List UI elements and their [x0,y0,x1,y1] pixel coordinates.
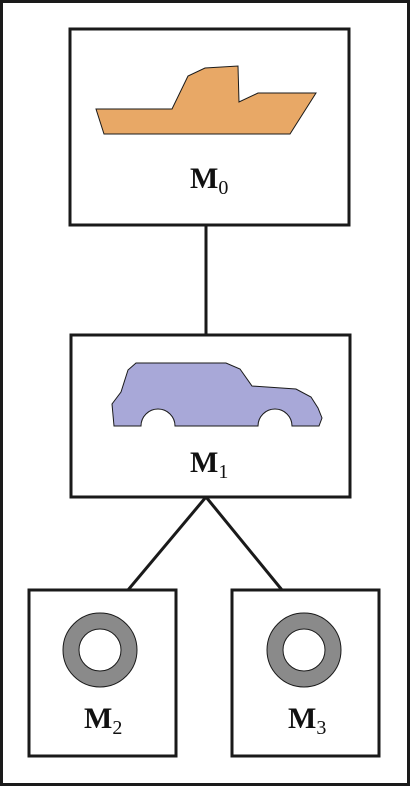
node-m0: M0 [68,27,351,227]
connector-m1-m3 [204,496,284,591]
node-m3: M3 [230,588,381,758]
wheel-outline-outer [62,612,138,688]
car-icon [111,362,323,427]
connector-m1-m2 [126,496,208,591]
wheel-icon [63,613,137,687]
node-m2: M2 [27,588,178,758]
node-m0-label: M0 [190,162,228,199]
wheel-outline-inner [78,628,122,672]
wheel-outline-outer [266,612,342,688]
wheel-outline-inner [282,628,326,672]
node-m1: M1 [69,333,352,499]
ship-icon [95,65,317,135]
node-m3-label: M3 [288,702,326,739]
node-m1-label: M1 [190,446,228,483]
node-m2-label: M2 [84,702,122,739]
wheel-icon [267,613,341,687]
